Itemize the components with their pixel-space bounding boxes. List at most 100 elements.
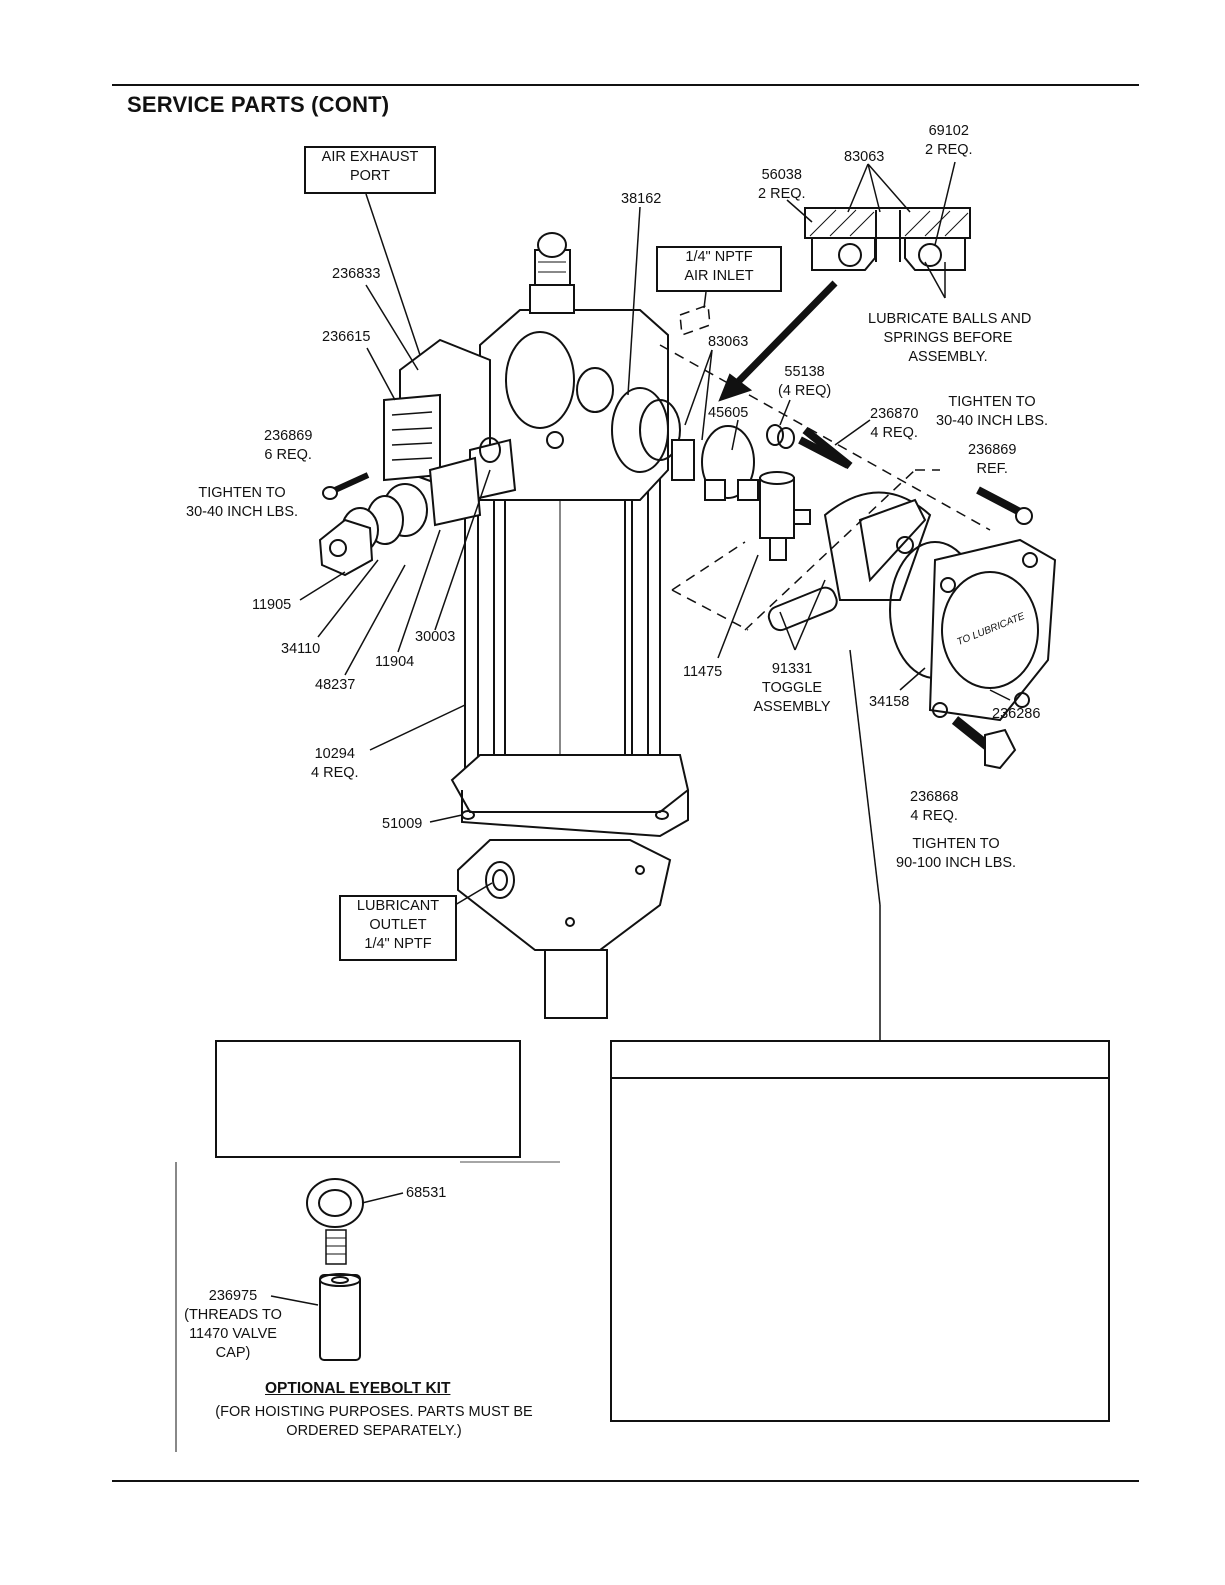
label-55138: 55138 (4 REQ) xyxy=(778,363,831,401)
label-line: 30-40 INCH LBS. xyxy=(936,413,1049,429)
label-line: 10294 xyxy=(314,746,355,762)
callout-line: 1/4" NPTF xyxy=(364,936,432,952)
label-236286: 236286 xyxy=(992,705,1040,724)
label-line: 11470 VALVE xyxy=(189,1326,277,1342)
label-line: 30-40 INCH LBS. xyxy=(186,504,299,520)
label-line: 69102 xyxy=(928,123,969,139)
label-line: 11475 xyxy=(683,664,723,680)
label-236975: 236975 (THREADS TO 11470 VALVE CAP) xyxy=(183,1287,283,1363)
label-line: SPRINGS BEFORE xyxy=(883,330,1013,346)
label-line: 11904 xyxy=(375,654,415,670)
label-line: CAP) xyxy=(215,1345,251,1361)
label-tighten-30-left: TIGHTEN TO 30-40 INCH LBS. xyxy=(186,484,298,522)
label-236869-6req: 236869 6 REQ. xyxy=(264,427,312,465)
label-line: 236869 xyxy=(264,428,313,444)
label-34158: 34158 xyxy=(869,693,909,712)
page-title: SERVICE PARTS (CONT) xyxy=(127,92,390,117)
info-panel-header-rule xyxy=(612,1077,1108,1079)
label-83063-top: 83063 xyxy=(844,148,884,167)
label-line: 91331 xyxy=(771,661,813,677)
label-line: TIGHTEN TO xyxy=(912,836,1000,852)
label-line: 236975 xyxy=(208,1288,258,1304)
callout-line: AIR INLET xyxy=(684,268,754,284)
label-236833: 236833 xyxy=(332,265,380,284)
label-line: 11905 xyxy=(252,597,292,613)
outlet-body xyxy=(457,839,672,1019)
label-line: (THREADS TO xyxy=(184,1307,282,1323)
label-line: 4 REQ. xyxy=(910,808,958,824)
lubricant-outlet-callout: LUBRICANT OUTLET 1/4" NPTF xyxy=(339,895,457,961)
label-line: ASSEMBLY. xyxy=(908,349,988,365)
label-line: 56038 xyxy=(761,167,802,183)
label-line: 51009 xyxy=(382,816,423,832)
label-line: 34110 xyxy=(281,641,321,657)
label-236615: 236615 xyxy=(322,328,370,347)
assembly-lines xyxy=(659,303,991,631)
leader-lines xyxy=(270,161,1011,1306)
inset-arrow xyxy=(718,280,838,402)
exhaust-block xyxy=(383,338,491,492)
left-screw xyxy=(322,472,370,500)
label-45605: 45605 xyxy=(708,404,748,423)
label-line: 83063 xyxy=(708,334,749,350)
label-line: 236869 xyxy=(968,442,1017,458)
label-11905: 11905 xyxy=(252,596,291,615)
label-68531: 68531 xyxy=(406,1184,446,1203)
note-line: (FOR HOISTING PURPOSES. PARTS MUST BE xyxy=(215,1404,533,1420)
label-51009: 51009 xyxy=(382,815,422,834)
tee-fitting xyxy=(759,471,811,561)
left-fitting-stack xyxy=(318,437,517,577)
label-line: 68531 xyxy=(406,1185,447,1201)
label-line: TIGHTEN TO xyxy=(198,485,286,501)
label-38162: 38162 xyxy=(621,190,661,209)
label-34110: 34110 xyxy=(281,640,320,659)
label-48237: 48237 xyxy=(315,676,355,695)
ball-spring-section xyxy=(804,207,971,271)
label-line: 236868 xyxy=(910,789,959,805)
label-line: ASSEMBLY xyxy=(753,699,831,715)
label-line: (4 REQ) xyxy=(778,383,832,399)
label-line: 90-100 INCH LBS. xyxy=(896,855,1017,871)
label-line: 38162 xyxy=(621,191,662,207)
valve-plate-parts xyxy=(611,387,850,501)
right-screws xyxy=(802,426,1033,770)
callout-line: 1/4" NPTF xyxy=(685,249,753,265)
note-box-left xyxy=(215,1040,521,1158)
label-11904: 11904 xyxy=(375,653,414,672)
label-line: REF. xyxy=(976,461,1008,477)
eyebolt-kit-title: OPTIONAL EYEBOLT KIT xyxy=(265,1380,451,1397)
eyebolt-kit-note: (FOR HOISTING PURPOSES. PARTS MUST BE OR… xyxy=(196,1403,552,1441)
label-10294: 10294 4 REQ. xyxy=(311,745,359,783)
label-236868: 236868 4 REQ. xyxy=(910,788,958,826)
label-line: 55138 xyxy=(784,364,825,380)
label-line: 30003 xyxy=(415,629,456,645)
label-83063-mid: 83063 xyxy=(708,333,748,352)
label-tighten-90: TIGHTEN TO 90-100 INCH LBS. xyxy=(896,835,1016,873)
note-line: ORDERED SEPARATELY.) xyxy=(286,1423,462,1439)
label-line: 236833 xyxy=(332,266,381,282)
callout-line: OUTLET xyxy=(369,917,427,933)
label-line: 6 REQ. xyxy=(264,447,312,463)
label-line: 2 REQ. xyxy=(925,142,973,158)
air-exhaust-callout: AIR EXHAUST PORT xyxy=(304,146,436,194)
bottom-rule xyxy=(112,1480,1139,1482)
label-line: 236615 xyxy=(322,329,371,345)
label-30003: 30003 xyxy=(415,628,455,647)
label-line: 236286 xyxy=(992,706,1041,722)
label-69102: 69102 2 REQ. xyxy=(925,122,973,160)
top-rule xyxy=(112,84,1139,86)
base-plate xyxy=(450,754,690,838)
label-line: 83063 xyxy=(844,149,885,165)
label-line: 4 REQ. xyxy=(311,765,359,781)
info-panel-right xyxy=(610,1040,1110,1422)
callout-line: PORT xyxy=(349,168,391,184)
callout-line: LUBRICANT xyxy=(356,898,440,914)
callout-line: AIR EXHAUST xyxy=(321,149,419,165)
label-11475: 11475 xyxy=(683,663,722,682)
